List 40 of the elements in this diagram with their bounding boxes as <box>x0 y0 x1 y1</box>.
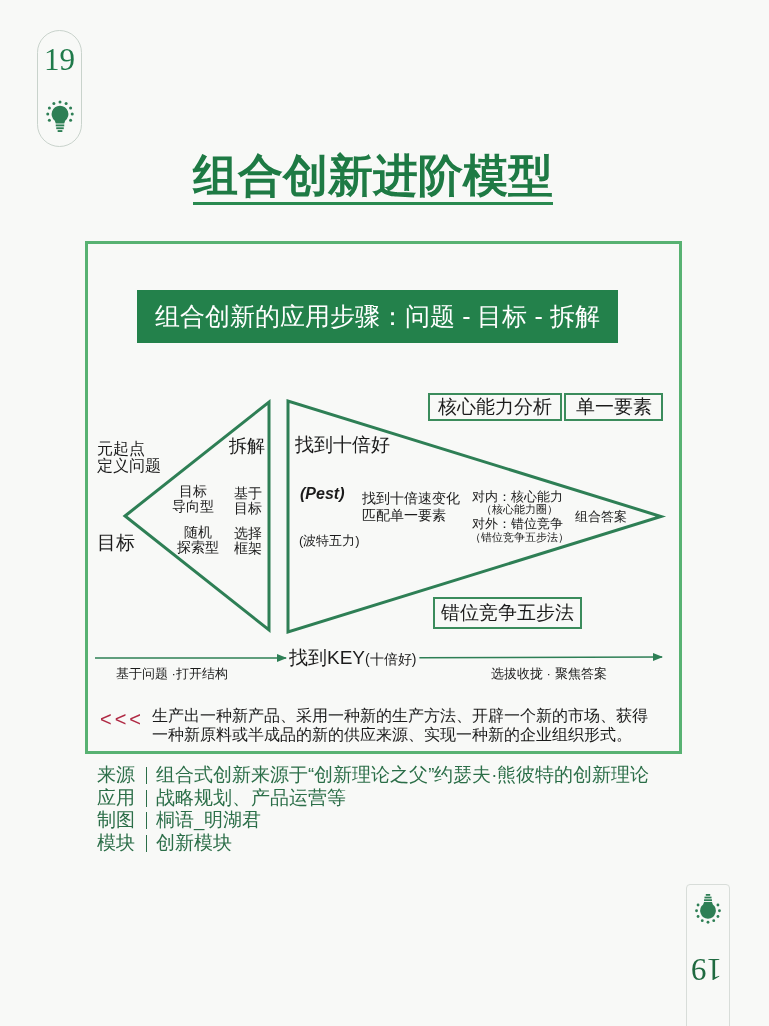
field-value: 战略规划、产品运营等 <box>156 788 346 808</box>
arrow <box>94 654 287 662</box>
label-text: 选择框架 <box>233 526 263 556</box>
label-text: 基于目标 <box>233 486 263 516</box>
label-text: 对外：错位竞争 <box>472 516 563 531</box>
field-label: 制图 <box>97 810 135 830</box>
field-label: 模块 <box>97 833 135 853</box>
label-text: 元起点定义问题 <box>97 440 162 474</box>
field-value: 桐语_明湖君 <box>156 810 262 830</box>
note-text: （错位竞争五步法） <box>470 531 569 543</box>
field-value: 创新模块 <box>156 833 232 853</box>
edge-label: 选拔收拢 · 聚焦答案 <box>491 666 607 682</box>
label-text: 目标导向型 <box>171 484 215 514</box>
arrow <box>418 653 663 662</box>
label-text: (波特五力) <box>299 533 360 549</box>
label-text: 拆解 <box>229 435 265 457</box>
page-number: 19 <box>44 43 75 77</box>
page-number: 19 <box>691 952 722 986</box>
description-text: 生产出一种新产品、采用一种新的生产方法、开辟一个新的市场、获得一种新原料或半成品的新的供应来源、实现一种新的企业组织形式。 <box>152 706 649 744</box>
label-box: 单一要素 <box>564 393 663 421</box>
label-text: (Pest) <box>300 484 345 503</box>
label-text: 找到十倍速变化匹配单一要素 <box>362 490 461 524</box>
label-box: 错位竞争五步法 <box>433 597 582 629</box>
field-label: 应用 <box>97 788 135 808</box>
edge-label: 基于问题 ·打开结构 <box>116 666 228 682</box>
note-text: （核心能力圈） <box>481 503 558 515</box>
key-note: (十倍好) <box>365 651 417 667</box>
key-text: 找到KEY <box>289 647 366 668</box>
label-box: 核心能力分析 <box>428 393 562 421</box>
label-text: 组合答案 <box>575 509 627 525</box>
label-text: 随机探索型 <box>176 525 220 555</box>
field-label: 来源 <box>97 765 135 785</box>
label-text: 找到十倍好 <box>295 433 390 456</box>
heading-title: 组合创新进阶模型 <box>193 150 553 205</box>
label-text: 对内：核心能力 <box>472 489 563 504</box>
outlined-panel <box>85 241 682 754</box>
field-value: 组合式创新来源于“创新理论之父”约瑟夫·熊彼特的创新理论 <box>156 765 650 785</box>
heading-banner: 组合创新的应用步骤：问题 - 目标 - 拆解 <box>137 290 618 343</box>
chevron-marks: <<< <box>100 707 145 731</box>
label-text: 目标 <box>97 531 135 554</box>
